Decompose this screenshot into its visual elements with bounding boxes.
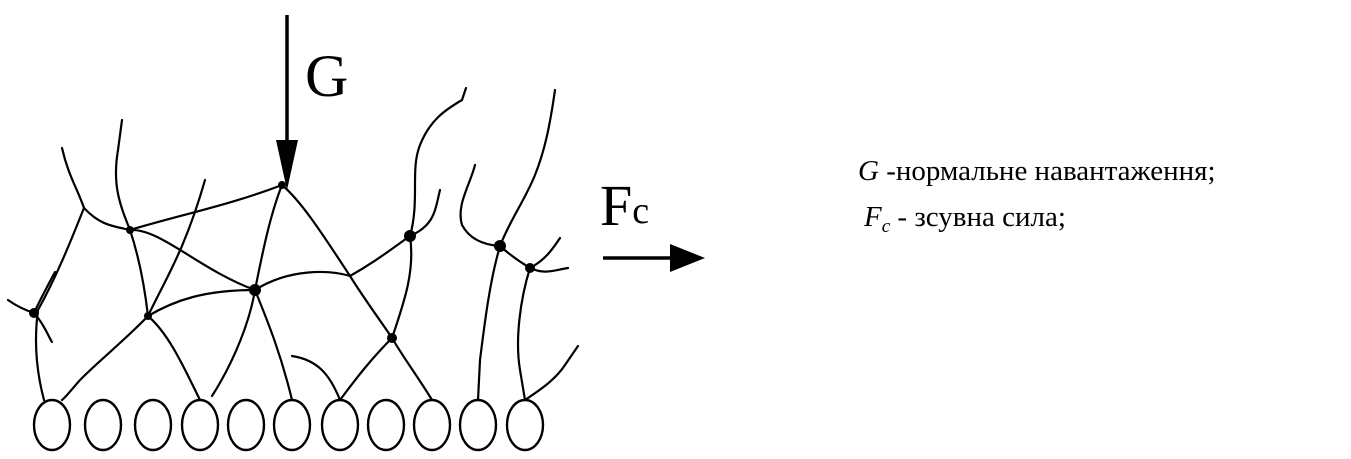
fiber-network-diagram: G Fc: [0, 0, 730, 459]
normal-load-arrow: [276, 15, 298, 190]
fiber-network: [8, 88, 578, 400]
shear-label-fc: Fc: [600, 173, 649, 238]
particle-row: [34, 400, 543, 450]
legend-symbol: G: [858, 155, 879, 187]
legend: G -нормальне навантаження; Fc - зсувна с…: [858, 148, 1216, 250]
legend-subscript: c: [882, 216, 890, 237]
load-label-g: G: [305, 43, 348, 109]
shear-force-arrow: [603, 244, 705, 272]
legend-item-shear-force: Fc - зсувна сила;: [858, 194, 1216, 250]
legend-text: - зсувна сила;: [890, 201, 1066, 233]
legend-symbol: F: [864, 201, 882, 233]
legend-text: -нормальне навантаження;: [879, 155, 1216, 187]
fiber-junctions: [29, 181, 535, 343]
legend-item-normal-load: G -нормальне навантаження;: [858, 148, 1216, 194]
